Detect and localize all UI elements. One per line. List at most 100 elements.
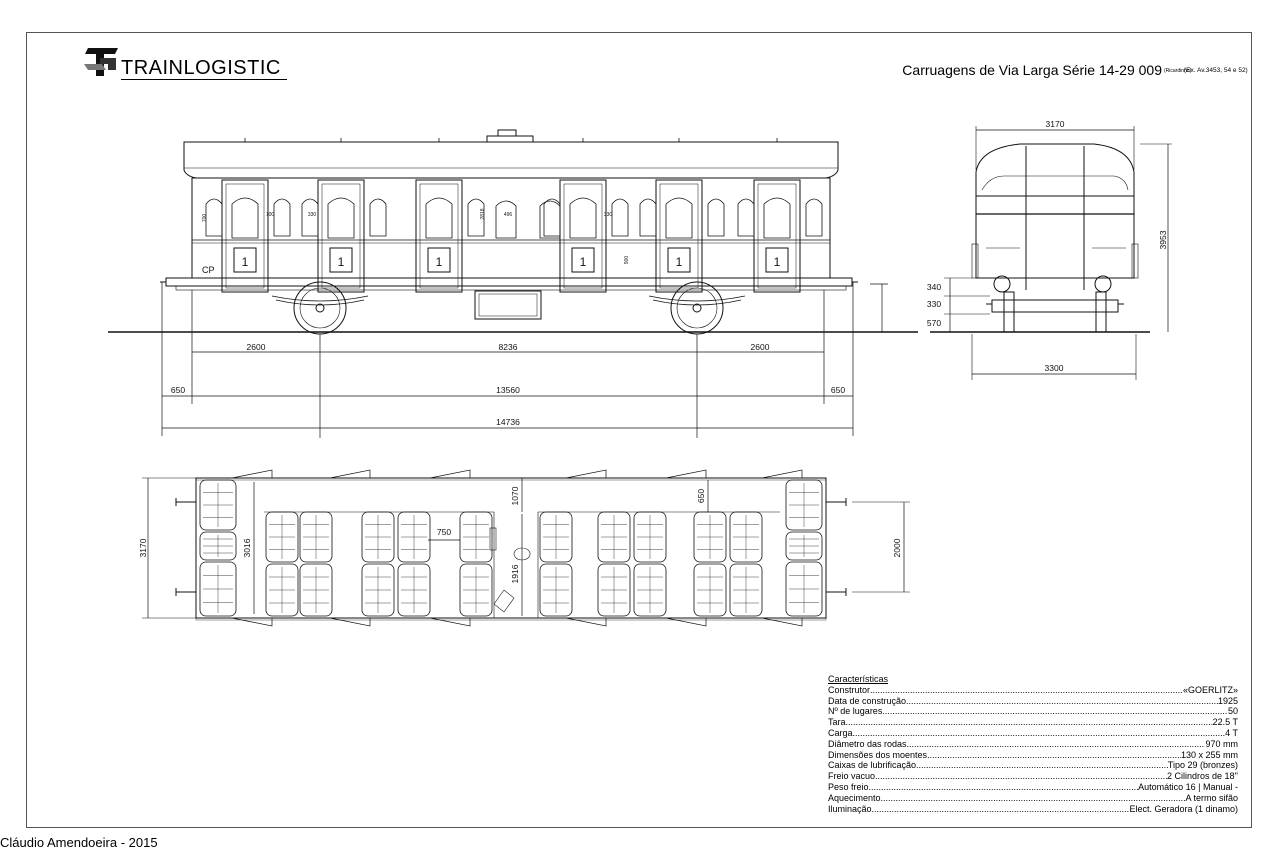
spec-value: 4 T	[1225, 727, 1238, 738]
seat	[199, 561, 237, 617]
spec-leader-dots	[870, 685, 1183, 696]
spec-leader-dots	[882, 706, 1228, 717]
compartment-number: 1	[338, 255, 345, 269]
seat	[361, 563, 395, 617]
end-view-dimension-labels: 3170 3953 340 330 570 3300	[927, 119, 1168, 373]
spec-value: Elect. Geradora (1 dinamo)	[1129, 803, 1238, 814]
spec-leader-dots	[846, 717, 1213, 728]
svg-text:3170: 3170	[1046, 119, 1065, 129]
spec-value: 1925	[1217, 695, 1238, 706]
seat	[265, 511, 299, 563]
spec-label: Nº de lugares	[828, 706, 883, 717]
spec-row: IluminaçãoElect. Geradora (1 dinamo)	[828, 804, 1238, 815]
svg-text:700: 700	[202, 214, 208, 223]
author-credit: Cláudio Amendoeira - 2015	[0, 835, 158, 850]
battery-box	[474, 290, 542, 320]
seat	[633, 511, 667, 563]
end-axle	[991, 299, 1119, 313]
compartment-number: 1	[580, 255, 587, 269]
end-body	[975, 195, 1135, 279]
seat	[539, 511, 573, 563]
spec-value: 130 x 255 mm	[1180, 749, 1238, 760]
drawing-title-sub: (Ricardinho)	[1164, 68, 1192, 74]
dim-bogie-right: 2600	[751, 342, 770, 352]
svg-text:340: 340	[927, 282, 941, 292]
svg-text:3953: 3953	[1158, 230, 1168, 249]
spec-value: Tipo 29 (bronzes)	[1167, 760, 1238, 771]
seat	[361, 511, 395, 563]
spec-row: Freio vacuo2 Cilindros de 18''	[828, 771, 1238, 782]
side-window	[639, 198, 725, 237]
spec-row: Caixas de lubrificaçãoTipo 29 (bronzes)	[828, 760, 1238, 771]
roof	[183, 141, 839, 179]
drawing-title: Carruagens de Via Larga Série 14-29 009	[902, 62, 1162, 78]
spec-leader-dots	[881, 793, 1186, 804]
side-window	[543, 198, 629, 237]
spec-row: Peso freio Automático 16 | Manual -	[828, 782, 1238, 793]
seat	[693, 563, 727, 617]
spec-label: Freio vacuo	[828, 771, 876, 782]
door-leaf-top	[329, 469, 371, 479]
door-leaf-bottom	[565, 617, 607, 627]
spec-row: Carga 4 T	[828, 728, 1238, 739]
door-leaf-top	[665, 469, 707, 479]
spec-row: Nº de lugares50	[828, 706, 1238, 717]
spec-leader-dots	[872, 804, 1130, 815]
spec-leader-dots	[875, 771, 1167, 782]
svg-text:900: 900	[624, 256, 630, 265]
spec-leader-dots	[907, 739, 1206, 750]
door-leaf-top	[761, 469, 803, 479]
seat	[785, 531, 823, 561]
seat	[459, 563, 493, 617]
svg-text:2000: 2000	[892, 538, 902, 557]
compartment-door: 1	[559, 179, 607, 293]
spec-leader-dots	[916, 760, 1168, 771]
door-leaf-bottom	[231, 617, 273, 627]
seat	[199, 531, 237, 561]
characteristics-title: Características	[828, 674, 889, 684]
compartment-door: 1	[317, 179, 365, 293]
seat	[597, 563, 631, 617]
plan-view-dimension-labels: 3170 3016 1070 750 650 1916 2000	[138, 486, 902, 583]
side-view-detail-labels: 700 700 330 2818 496 330 900	[202, 208, 630, 264]
brand-name: TRAINLOGISTIC	[121, 57, 287, 80]
compartment-door: 1	[753, 179, 801, 293]
underframe	[165, 277, 853, 287]
seat	[199, 479, 237, 531]
end-view	[930, 126, 1172, 380]
door-leaf-bottom	[329, 617, 371, 627]
svg-text:3170: 3170	[138, 538, 148, 557]
door-leaf-top	[429, 469, 471, 479]
spec-label: Data de construção	[828, 695, 907, 706]
seat	[785, 561, 823, 617]
side-view-dimensions	[161, 282, 888, 438]
spec-row: Data de construção 1925	[828, 696, 1238, 707]
spec-label: Peso freio	[828, 781, 869, 792]
door-leaf-top	[565, 469, 607, 479]
spec-value: «GOERLITZ»	[1182, 684, 1238, 695]
plan-view	[142, 469, 910, 627]
svg-text:3016: 3016	[242, 538, 252, 557]
svg-text:700: 700	[266, 212, 275, 218]
spec-label: Tara	[828, 717, 846, 728]
seat	[397, 511, 431, 563]
svg-text:570: 570	[927, 318, 941, 328]
dim-buffer-left: 650	[171, 385, 185, 395]
seat	[397, 563, 431, 617]
roof-lamp	[486, 135, 534, 143]
spec-label: Dimensões dos moentes	[828, 749, 928, 760]
svg-text:1916: 1916	[510, 564, 520, 583]
door-leaf-top	[231, 469, 273, 479]
characteristics-table: Características Construtor«GOERLITZ»Data…	[828, 674, 1238, 814]
spec-label: Carga	[828, 727, 853, 738]
compartment-door: 1	[221, 179, 269, 293]
dim-bogie-center: 8236	[499, 342, 518, 352]
dim-bogie-left: 2600	[247, 342, 266, 352]
spec-leader-dots	[927, 750, 1181, 761]
spec-leader-dots	[853, 728, 1226, 739]
spec-leader-dots	[869, 782, 1139, 793]
drawing-frame	[26, 32, 1252, 828]
spec-value: Automático 16 | Manual -	[1138, 781, 1238, 792]
svg-text:330: 330	[927, 299, 941, 309]
